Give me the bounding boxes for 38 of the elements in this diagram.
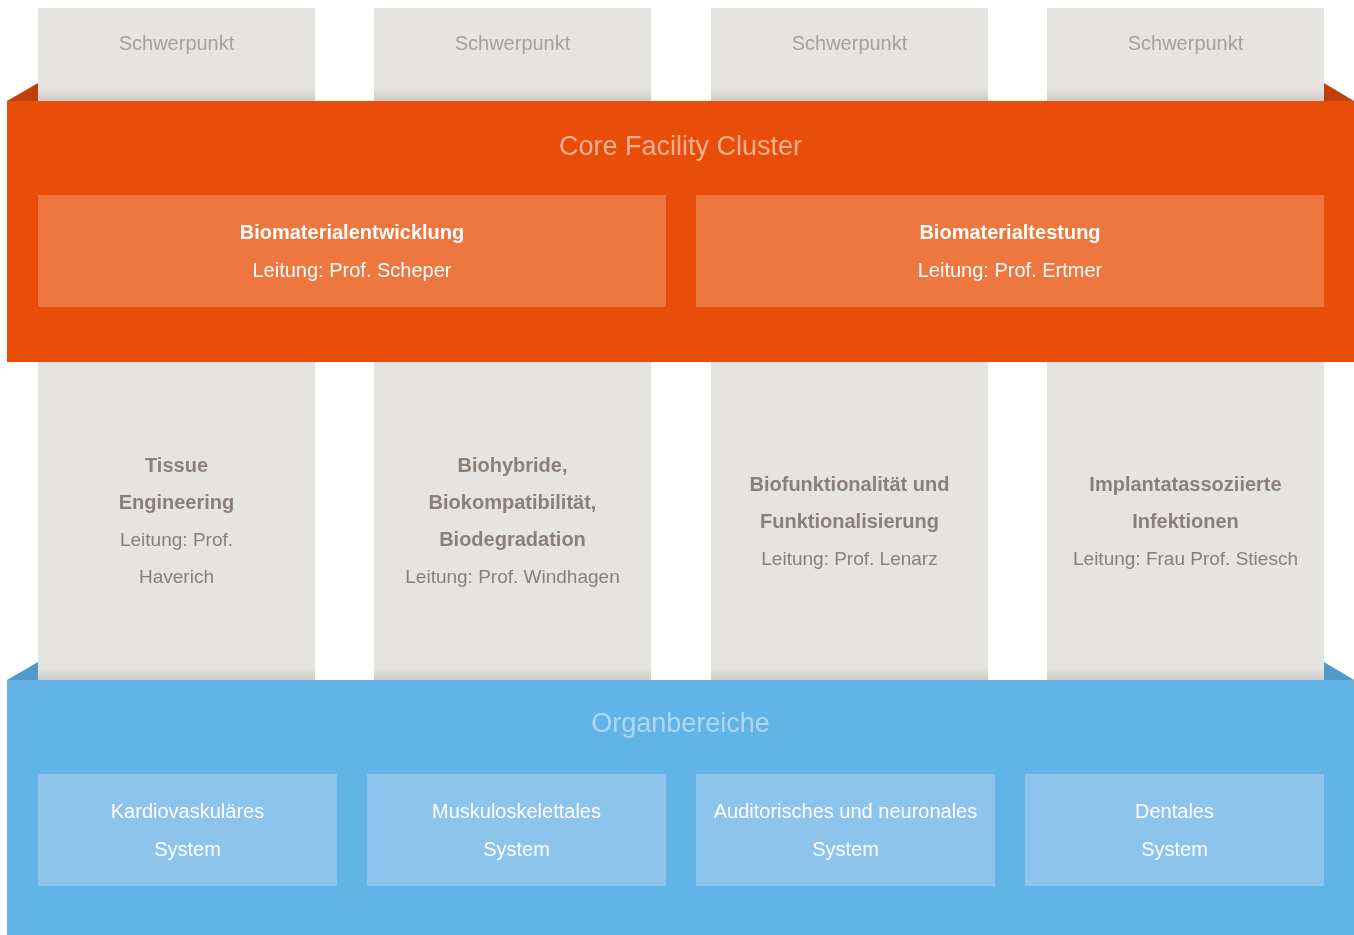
box-title: Biomaterialentwicklung <box>239 220 465 245</box>
leader-note: Leitung: Prof. Ertmer <box>917 258 1103 283</box>
box-label: Kardiovaskuläres System <box>109 799 266 862</box>
focus-area-tab <box>711 8 988 101</box>
focus-area-title: Biohybride, Biokompatibilität, Biodegradation <box>427 453 598 552</box>
band-panel <box>7 101 1354 362</box>
band-title: Organbereiche <box>590 708 771 739</box>
focus-area-title: Biofunktionalität und Funktionalisierung <box>748 471 951 534</box>
column-heading: Schwerpunkt <box>1126 32 1245 55</box>
organ-area-box <box>1025 774 1324 886</box>
core-facility-box <box>696 195 1324 307</box>
band-panel <box>7 680 1354 935</box>
leader-note: Leitung: Prof. Windhagen <box>405 565 620 589</box>
organ-area-box <box>367 774 666 886</box>
leader-note: Leitung: Prof. Lenarz <box>761 546 938 571</box>
focus-area-panel <box>374 362 651 680</box>
organ-area-box <box>696 774 995 886</box>
organ-area-box <box>38 774 337 886</box>
focus-area-title: Implantatassoziierte Infektionen <box>1088 471 1283 534</box>
focus-area-tab <box>374 8 651 101</box>
box-label: Muskuloskelettales System <box>431 799 602 862</box>
band-title: Core Facility Cluster <box>557 131 804 162</box>
core-facility-box <box>38 195 666 307</box>
focus-area-tab <box>38 8 315 101</box>
leader-note: Leitung: Frau Prof. Stiesch <box>1073 546 1298 571</box>
column-heading: Schwerpunkt <box>453 32 572 55</box>
box-title: Biomaterialtestung <box>919 220 1101 245</box>
column-heading: Schwerpunkt <box>790 32 909 55</box>
focus-area-panel <box>1047 362 1324 680</box>
leader-note: Leitung: Prof. Haverich <box>119 528 234 589</box>
focus-area-title: Tissue Engineering <box>117 453 236 515</box>
focus-area-panel <box>38 362 315 680</box>
focus-area-panel <box>711 362 988 680</box>
box-label: Dentales System <box>1134 799 1215 862</box>
column-heading: Schwerpunkt <box>117 32 236 55</box>
box-label: Auditorisches und neuronales System <box>712 799 979 862</box>
focus-area-tab <box>1047 8 1324 101</box>
leader-note: Leitung: Prof. Scheper <box>252 258 452 283</box>
